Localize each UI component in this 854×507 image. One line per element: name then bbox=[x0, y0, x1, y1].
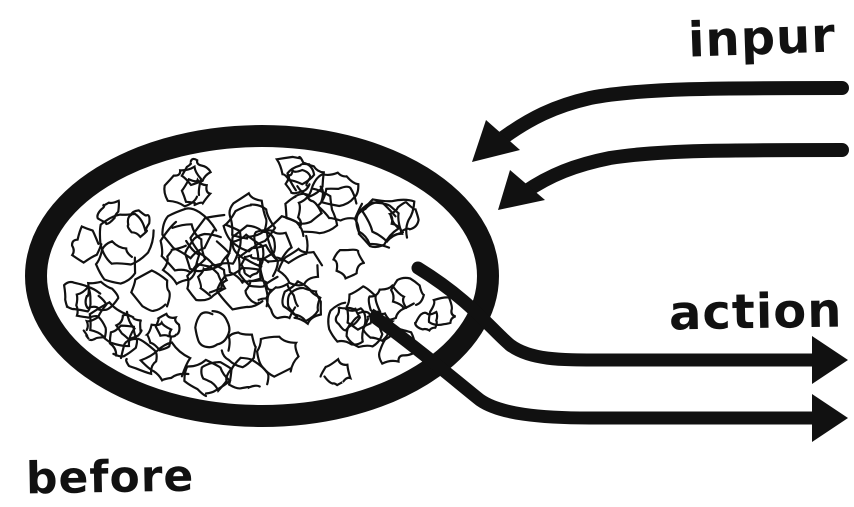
scribble-loop bbox=[391, 278, 424, 309]
scribble-loop bbox=[72, 227, 101, 263]
scribble-loop bbox=[84, 317, 106, 340]
scribble-loop bbox=[195, 311, 229, 347]
scribble-loop bbox=[230, 193, 267, 238]
scribble-loop bbox=[257, 337, 298, 377]
before-label: before bbox=[26, 451, 195, 505]
input-arrow-lower bbox=[498, 150, 842, 210]
scribble-loop bbox=[321, 359, 351, 385]
tangled-scribble bbox=[64, 157, 456, 396]
scribble-loop bbox=[298, 188, 337, 233]
scribble-loop bbox=[334, 250, 364, 279]
scribble-loop bbox=[415, 312, 437, 331]
action-label: action bbox=[668, 282, 842, 341]
scribble-loop bbox=[131, 271, 169, 312]
scribble-loop bbox=[429, 297, 456, 325]
scribble-loop bbox=[100, 214, 154, 265]
scribble-loop bbox=[285, 194, 321, 224]
input-label: inpur bbox=[687, 7, 837, 68]
